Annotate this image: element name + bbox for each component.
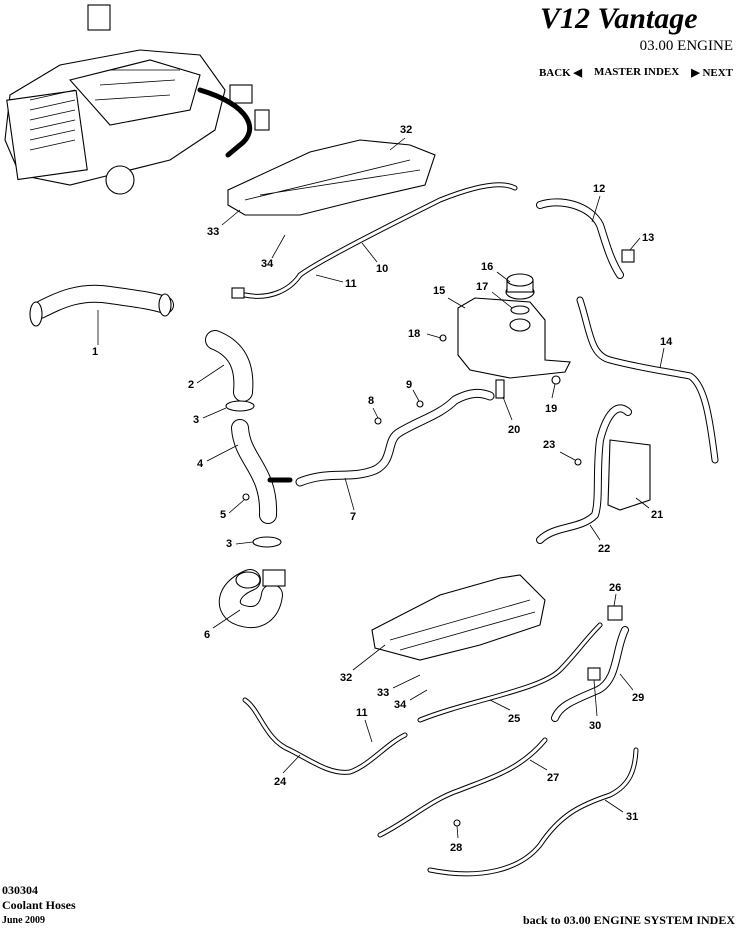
- label-28: 28: [450, 842, 462, 854]
- section-title: 03.00 ENGINE: [639, 38, 733, 54]
- next-button[interactable]: ▶ NEXT: [691, 67, 733, 79]
- part-14-hose: [576, 296, 719, 464]
- next-label: NEXT: [702, 67, 733, 79]
- part-9-bolt: [416, 400, 424, 408]
- label-23: 23: [543, 439, 555, 451]
- part-2-hose-elbow: [205, 330, 254, 402]
- part-15-expansion-tank: [457, 297, 571, 379]
- part-17-seal: [510, 305, 530, 315]
- diagram-date: June 2009: [2, 915, 46, 926]
- label-15: 15: [433, 285, 445, 297]
- label-11b: 11: [356, 707, 368, 719]
- part-32-heat-shield-upper: [227, 139, 436, 216]
- label-19: 19: [545, 403, 557, 415]
- label-30: 30: [589, 720, 601, 732]
- label-14: 14: [660, 336, 673, 348]
- part-1-hose: [29, 284, 174, 327]
- label-9: 9: [406, 379, 412, 391]
- engine-overview-illustration: [4, 4, 270, 195]
- part-23-bolt: [574, 458, 582, 466]
- part-30-clip: [587, 667, 601, 681]
- label-17: 17: [476, 281, 488, 293]
- part-20-bracket: [495, 379, 505, 399]
- part-25-pipe: [417, 622, 603, 723]
- label-5: 5: [220, 509, 226, 521]
- part-7-hose: [295, 388, 495, 487]
- label-22: 22: [598, 543, 610, 555]
- label-3b: 3: [226, 538, 232, 550]
- back-to-system-index-link[interactable]: back to 03.00 ENGINE SYSTEM INDEX: [522, 913, 735, 927]
- label-1: 1: [92, 346, 98, 358]
- part-3-clamp-upper: [225, 400, 255, 412]
- part-27-pipe: [377, 737, 548, 838]
- label-6: 6: [204, 629, 210, 641]
- label-4: 4: [197, 458, 204, 470]
- part-8-bolt: [374, 417, 382, 425]
- part-12-hose: [536, 198, 624, 279]
- part-22-hose: [536, 404, 632, 544]
- part-29-hose: [551, 626, 629, 722]
- part-6-pipe-assembly: [218, 569, 286, 628]
- part-24-pipe: [242, 697, 408, 775]
- label-26: 26: [609, 582, 621, 594]
- label-7: 7: [350, 511, 356, 523]
- label-34b: 34: [394, 699, 407, 711]
- diagram-title: Coolant Hoses: [2, 898, 76, 912]
- part-10-pipe: [231, 182, 518, 299]
- label-11a: 11: [345, 278, 357, 290]
- label-21: 21: [651, 509, 663, 521]
- part-5-bolt: [242, 493, 250, 501]
- part-13-clip: [621, 249, 635, 263]
- master-index-button[interactable]: MASTER INDEX: [593, 66, 680, 78]
- callout-labels: 1 2 3 4 5 3 6 7 8 9 10 11 11 12 13 14 15…: [92, 124, 673, 854]
- label-8: 8: [368, 395, 374, 407]
- label-16: 16: [481, 261, 493, 273]
- part-31-pipe: [427, 747, 639, 877]
- label-3a: 3: [193, 414, 199, 426]
- v12-vantage-logo: V12 Vantage: [540, 2, 698, 35]
- nav-bar: BACK ◀ MASTER INDEX ▶ NEXT: [539, 66, 733, 79]
- back-button[interactable]: BACK ◀: [538, 67, 582, 79]
- diagram-code: 030304: [2, 883, 38, 897]
- label-32b: 32: [340, 672, 352, 684]
- part-3-clamp-lower: [252, 536, 282, 548]
- label-20: 20: [508, 424, 520, 436]
- label-29: 29: [632, 692, 644, 704]
- part-28-bolt: [453, 819, 461, 827]
- label-34a: 34: [261, 258, 274, 270]
- label-27: 27: [547, 772, 559, 784]
- part-16-cap: [505, 273, 535, 300]
- label-31: 31: [626, 811, 638, 823]
- label-10: 10: [376, 263, 388, 275]
- brand-text: V12 Vantage: [540, 2, 698, 35]
- label-33b: 33: [377, 687, 389, 699]
- label-32a: 32: [400, 124, 412, 136]
- label-13: 13: [642, 232, 654, 244]
- label-25: 25: [508, 713, 520, 725]
- part-21-reservoir: [607, 439, 651, 511]
- label-24: 24: [274, 776, 287, 788]
- label-12: 12: [593, 183, 605, 195]
- label-33a: 33: [207, 226, 219, 238]
- part-26-clamp: [607, 605, 623, 621]
- label-18: 18: [408, 328, 420, 340]
- part-32-heat-shield-lower: [371, 574, 546, 661]
- part-19-nut: [551, 375, 561, 385]
- back-label: BACK: [538, 67, 571, 79]
- part-4-pipe: [231, 419, 293, 524]
- label-2: 2: [188, 379, 194, 391]
